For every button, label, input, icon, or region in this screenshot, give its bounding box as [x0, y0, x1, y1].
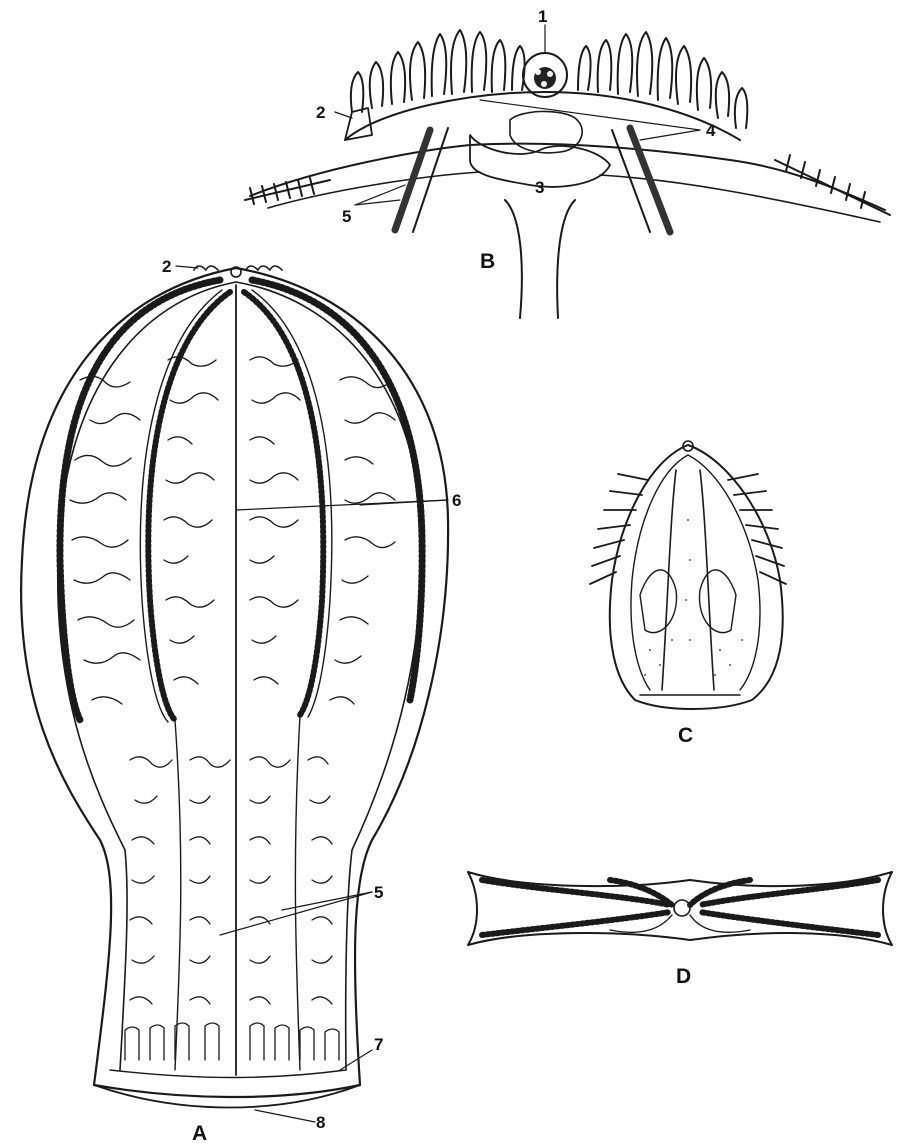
label-3: 3 [535, 178, 544, 197]
panel-label-b: B [480, 250, 495, 273]
panel-a-whole-animal: 2 6 5 7 8 A [21, 257, 461, 1145]
label-5-a: 5 [374, 883, 383, 902]
panel-label-a: A [192, 1122, 207, 1145]
label-8: 8 [316, 1113, 325, 1132]
panel-c-larva: C [590, 441, 786, 747]
panel-b-apical-organ: 1 2 3 4 5 B [245, 7, 890, 318]
panel-d-aboral-view: D [468, 872, 892, 988]
larva-outline [610, 445, 783, 709]
label-2-b: 2 [316, 103, 325, 122]
label-6: 6 [452, 491, 461, 510]
label-4: 4 [706, 121, 716, 140]
label-5-b: 5 [342, 207, 351, 226]
label-7: 7 [374, 1035, 383, 1054]
label-2-a: 2 [162, 257, 171, 276]
label-1: 1 [538, 7, 547, 26]
panel-label-d: D [676, 965, 691, 988]
panel-label-c: C [678, 724, 693, 747]
